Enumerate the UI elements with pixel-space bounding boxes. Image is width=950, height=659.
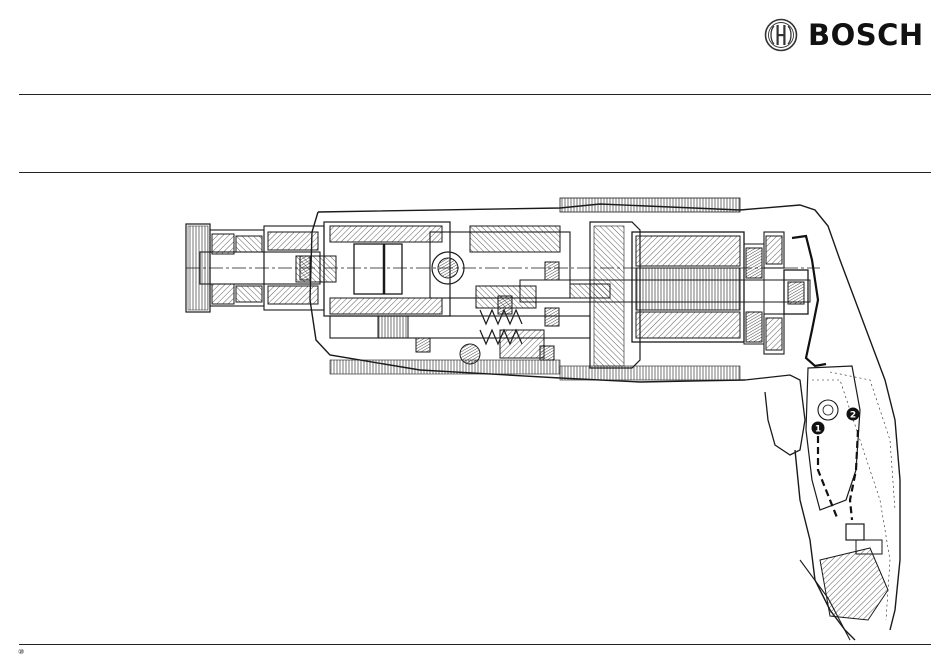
callout-2-label: 2 [850,411,856,421]
callout-1-label: 1 [815,425,821,435]
callout-2: 2 [847,408,860,421]
page-marker: ⑩ [18,648,24,656]
callout-1: 1 [812,422,825,435]
